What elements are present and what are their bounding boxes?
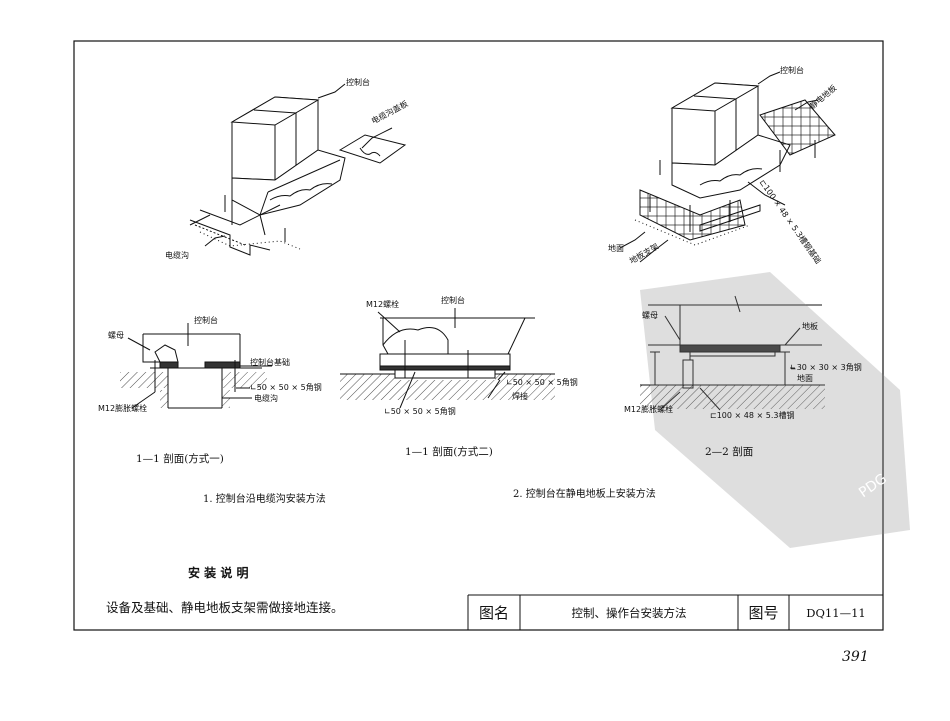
page-number: 391 [842,649,869,665]
section2-drawing [640,295,825,411]
title-block [467,594,883,630]
title-name-value: 控制、操作台安装方法 [571,605,687,620]
s1b-console-label: 控制台 [441,296,465,305]
fig2-console-label: 控制台 [780,66,804,75]
s1b-caption: 1—1 剖面(方式二) [405,446,493,458]
figure2-isometric [619,71,836,263]
section1b-drawing [340,308,555,409]
title-number-label: 图号 [748,604,779,622]
s2-nut-label: 螺母 [642,311,658,320]
drawing-border [73,40,884,631]
fig2-ground-label: 地面 [608,244,624,253]
notes-body: 设备及基础、静电地板支架需做接地连接。 [106,600,344,615]
notes-heading: 安 装 说 明 [188,566,249,580]
fig1-trench-label: 电缆沟 [165,251,189,260]
figure1-isometric [189,83,407,256]
title-number-value: DQ11—11 [806,605,866,620]
fig1-console-label: 控制台 [346,78,370,87]
section1a-drawing [120,323,272,409]
s1a-base-label: 控制台基础 [250,358,290,367]
s1b-weld-label: 焊接 [512,392,528,401]
s2-angle-label: ∟30 × 30 × 3角钢 [790,363,862,372]
s2-caption: 2—2 剖面 [705,446,754,458]
s1a-angle-label: ∟50 × 50 × 5角钢 [250,383,322,392]
s1b-angle-left-label: ∟50 × 50 × 5角钢 [384,407,456,416]
title-name-label: 图名 [478,604,509,622]
method2-caption: 2. 控制台在静电地板上安装方法 [513,489,656,500]
s1b-angle-right-label: ∟50 × 50 × 5角钢 [506,378,578,387]
s2-ground-label: 地面 [797,374,813,383]
s1a-console-label: 控制台 [194,316,218,325]
s1b-bolt-label: M12螺栓 [366,300,400,309]
s1a-caption: 1—1 剖面(方式一) [136,453,224,465]
watermark-seal [640,272,910,548]
s1a-bolt-label: M12膨胀螺栓 [98,404,148,413]
s1a-nut-label: 螺母 [108,331,124,340]
s1a-trench-label: 电缆沟 [254,394,278,403]
method1-caption: 1. 控制台沿电缆沟安装方法 [203,494,326,505]
s2-floorboard-label: 地板 [802,322,818,331]
s2-bolt-label: M12膨胀螺栓 [624,405,674,414]
s2-channel-label: ⊏100 × 48 × 5.3槽钢 [710,411,795,420]
